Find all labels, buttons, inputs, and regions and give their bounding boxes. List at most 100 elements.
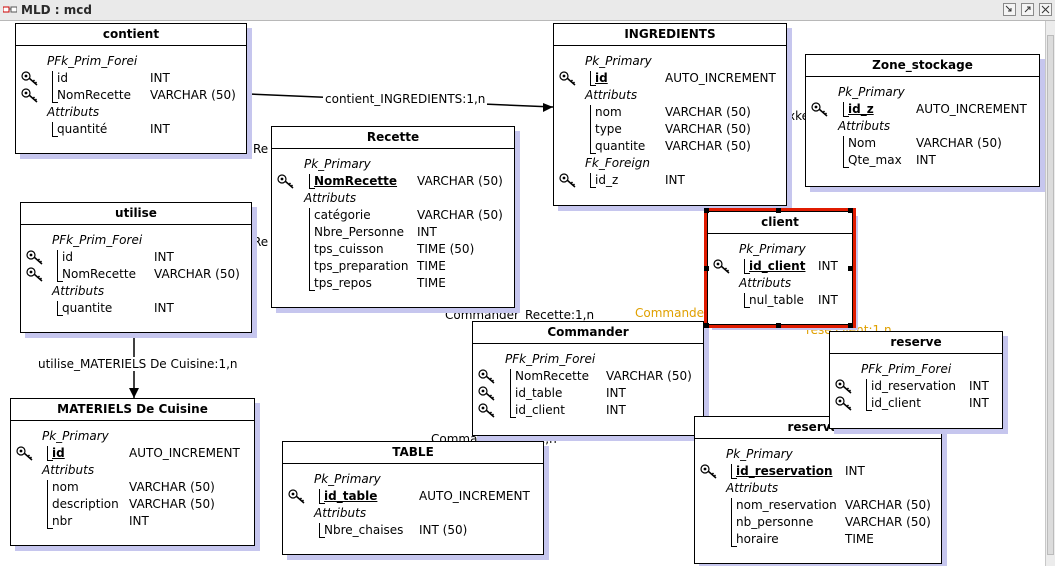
field-type: INT xyxy=(417,225,437,239)
field-name: quantite xyxy=(62,301,113,315)
field-name: tps_preparation xyxy=(314,259,409,273)
window-titlebar: MLD : mcd xyxy=(0,0,1055,21)
close-icon[interactable] xyxy=(1039,3,1052,16)
section-label: Attributs xyxy=(314,506,367,520)
field-type: AUTO_INCREMENT xyxy=(129,446,240,460)
field-type: VARCHAR (50) xyxy=(417,174,503,188)
field-group-bracket xyxy=(52,122,58,137)
key-icon xyxy=(277,174,294,189)
entity-title: Commander xyxy=(473,322,703,344)
field-name: nul_table xyxy=(749,293,804,307)
app-icon xyxy=(3,6,17,13)
field-name: id_table xyxy=(515,386,563,400)
minimize-icon[interactable] xyxy=(1003,3,1016,16)
field-type: VARCHAR (50) xyxy=(665,139,751,153)
entity-title: utilise xyxy=(21,203,251,225)
entity-title: contient xyxy=(16,24,246,46)
field-group-bracket xyxy=(843,102,849,117)
selection-handle[interactable] xyxy=(704,266,709,271)
field-type: INT (50) xyxy=(419,523,468,537)
field-name: id_table xyxy=(324,489,378,503)
selection-handle[interactable] xyxy=(848,208,853,213)
field-type: AUTO_INCREMENT xyxy=(419,489,530,503)
field-name: nom xyxy=(52,480,79,494)
section-label: Attributs xyxy=(304,191,357,205)
section-label: Attributs xyxy=(52,284,105,298)
field-group-bracket xyxy=(309,174,315,189)
arrow-head xyxy=(129,388,139,398)
field-name: Nom xyxy=(848,136,877,150)
field-type: INT xyxy=(606,403,626,417)
key-icon xyxy=(811,102,828,117)
key-icon xyxy=(835,396,852,411)
entity-title: reserve xyxy=(830,332,1002,354)
selection-handle[interactable] xyxy=(704,208,709,213)
field-type: INT xyxy=(665,173,685,187)
selection-handle[interactable] xyxy=(848,266,853,271)
field-name: type xyxy=(595,122,622,136)
field-group-bracket xyxy=(744,259,750,274)
field-type: VARCHAR (50) xyxy=(916,136,1002,150)
section-label: Pk_Primary xyxy=(314,472,381,486)
field-name: id xyxy=(57,71,68,85)
field-name: catégorie xyxy=(314,208,371,222)
field-type: VARCHAR (50) xyxy=(154,267,240,281)
link-label-utilise-materiels: utilise_MATERIELS De Cuisine:1,n xyxy=(36,357,240,371)
field-group-bracket xyxy=(510,369,516,418)
key-icon xyxy=(478,403,495,418)
link-label-fragment: Re xyxy=(253,142,269,156)
arrow-head xyxy=(543,103,553,112)
section-label: Pk_Primary xyxy=(838,85,905,99)
field-name: quantité xyxy=(57,122,108,136)
field-group-bracket xyxy=(57,301,63,316)
link-label-commander-recette: Commander_Recette:1,n xyxy=(443,308,597,322)
field-name: NomRecette xyxy=(57,88,131,102)
field-group-bracket xyxy=(731,464,737,479)
entity-title: Recette xyxy=(272,127,514,149)
maximize-icon[interactable] xyxy=(1021,3,1034,16)
vertical-scrollbar[interactable] xyxy=(1045,21,1055,566)
section-label: PFk_Prim_Forei xyxy=(52,233,143,247)
entity-title: Zone_stockage xyxy=(806,55,1039,77)
section-label: Attributs xyxy=(739,276,792,290)
field-group-bracket xyxy=(52,71,58,103)
field-type: VARCHAR (50) xyxy=(665,122,751,136)
key-icon xyxy=(288,489,305,504)
diagram-canvas[interactable]: contient_INGREDIENTS:1,n utilise_MATERIE… xyxy=(0,21,1045,566)
field-type: INT xyxy=(818,293,838,307)
field-name: id_client xyxy=(515,403,565,417)
selection-handle[interactable] xyxy=(776,208,781,213)
field-group-bracket xyxy=(866,379,872,411)
key-icon xyxy=(559,71,576,86)
section-label: PFk_Prim_Forei xyxy=(505,352,596,366)
field-group-bracket xyxy=(744,293,750,308)
field-type: INT xyxy=(129,514,149,528)
field-name: nom_reservation xyxy=(736,498,837,512)
section-label: Attributs xyxy=(47,105,100,119)
selection-handle[interactable] xyxy=(848,323,853,328)
field-name: horaire xyxy=(736,532,779,546)
section-label: Attributs xyxy=(585,88,638,102)
field-name: id_reservation xyxy=(736,464,833,478)
key-icon xyxy=(16,446,33,461)
section-label: Attributs xyxy=(726,481,779,495)
window-title: MLD : mcd xyxy=(21,3,92,17)
scrollbar-thumb[interactable] xyxy=(1047,35,1054,555)
field-type: VARCHAR (50) xyxy=(150,88,236,102)
selection-handle[interactable] xyxy=(704,323,709,328)
key-icon xyxy=(26,250,43,265)
selection-handle[interactable] xyxy=(776,323,781,328)
field-group-bracket xyxy=(47,480,53,529)
key-icon xyxy=(21,88,38,103)
